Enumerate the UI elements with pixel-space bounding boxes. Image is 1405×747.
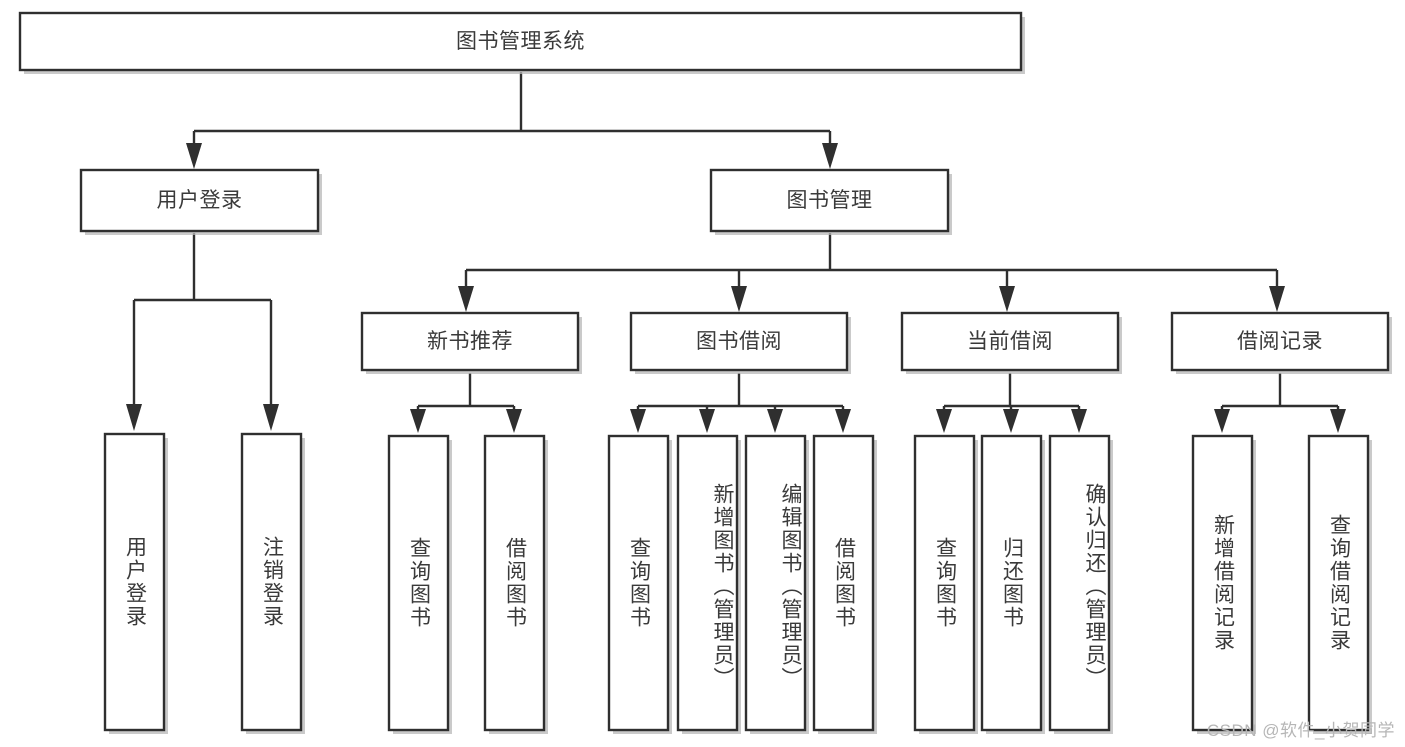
arrow-current-leaf-3 [1071, 409, 1087, 433]
node-box-leaf-bo-borrow-book[interactable] [812, 434, 875, 732]
arrow-to-new-book [458, 286, 474, 312]
label-user-login: 用户登录 [156, 188, 243, 212]
node-box-new-book-recommend[interactable] [360, 311, 580, 372]
label-leaf-re-add-record: 新增借阅记录 [1211, 514, 1235, 652]
label-leaf-re-query-record: 查询借阅记录 [1327, 514, 1351, 652]
node-box-leaf-nb-query-book[interactable] [387, 434, 450, 732]
arrow-to-user-login [186, 143, 202, 169]
watermark-text: CSDN @软件_小贺同学 [1206, 721, 1395, 740]
node-box-leaf-cu-confirm-return[interactable] [1048, 434, 1111, 732]
label-book-borrow: 图书借阅 [696, 329, 782, 353]
arrow-newbook-leaf-1 [410, 409, 426, 433]
arrow-user-leaf-1 [126, 404, 142, 431]
label-current-borrow: 当前借阅 [967, 329, 1053, 353]
node-box-user-login[interactable] [79, 168, 320, 233]
label-book-management: 图书管理 [786, 188, 873, 212]
arrow-current-leaf-2 [1003, 409, 1019, 433]
label-new-book-recommend: 新书推荐 [427, 329, 513, 353]
label-leaf-bo-edit-book: 编辑图书（管理员） [779, 482, 802, 690]
label-leaf-nb-borrow-book: 借阅图书 [503, 537, 527, 629]
arrow-newbook-leaf-2 [506, 409, 522, 433]
node-box-book-borrow[interactable] [629, 311, 849, 372]
arrow-user-leaf-2 [263, 404, 279, 431]
label-leaf-logout: 注销登录 [260, 536, 284, 628]
arrow-to-book-management [822, 143, 838, 169]
arrow-to-book-borrow [731, 286, 747, 312]
label-leaf-nb-query-book: 查询图书 [407, 537, 431, 629]
arrow-to-borrow-records [1269, 286, 1285, 312]
edges-group [126, 72, 1346, 433]
arrow-records-leaf-2 [1330, 409, 1346, 433]
arrow-records-leaf-1 [1214, 409, 1230, 433]
arrow-borrow-leaf-3 [767, 409, 783, 433]
arrow-to-current-borrow [999, 286, 1015, 312]
label-leaf-user-login: 用户登录 [123, 536, 147, 628]
node-box-leaf-nb-borrow-book[interactable] [483, 434, 546, 732]
node-box-leaf-cu-return-book[interactable] [980, 434, 1043, 732]
node-box-current-borrow[interactable] [900, 311, 1120, 372]
label-leaf-bo-query-book: 查询图书 [627, 537, 651, 629]
label-leaf-cu-query-book: 查询图书 [933, 537, 957, 629]
label-leaf-bo-add-book: 新增图书（管理员） [711, 482, 734, 690]
arrow-borrow-leaf-4 [835, 409, 851, 433]
node-box-leaf-logout[interactable] [240, 432, 303, 732]
label-leaf-cu-confirm-return: 确认归还（管理员） [1083, 482, 1106, 690]
node-box-leaf-bo-add-book[interactable] [676, 434, 739, 732]
root-box[interactable] [18, 11, 1023, 72]
node-box-leaf-bo-edit-book[interactable] [744, 434, 807, 732]
boxes-group [18, 11, 1392, 734]
node-box-borrow-records[interactable] [1170, 311, 1390, 372]
node-box-leaf-re-add-record[interactable] [1191, 434, 1254, 732]
arrow-borrow-leaf-2 [699, 409, 715, 433]
arrow-current-leaf-1 [936, 409, 952, 433]
label-leaf-cu-return-book: 归还图书 [1000, 537, 1024, 629]
node-box-leaf-bo-query-book[interactable] [607, 434, 670, 732]
label-borrow-records: 借阅记录 [1237, 329, 1323, 353]
root-label: 图书管理系统 [456, 29, 585, 53]
node-box-leaf-re-query-record[interactable] [1307, 434, 1370, 732]
node-box-leaf-cu-query-book[interactable] [913, 434, 976, 732]
node-box-book-management[interactable] [709, 168, 950, 233]
node-box-leaf-user-login[interactable] [103, 432, 166, 732]
arrow-borrow-leaf-1 [630, 409, 646, 433]
label-leaf-bo-borrow-book: 借阅图书 [832, 537, 856, 629]
